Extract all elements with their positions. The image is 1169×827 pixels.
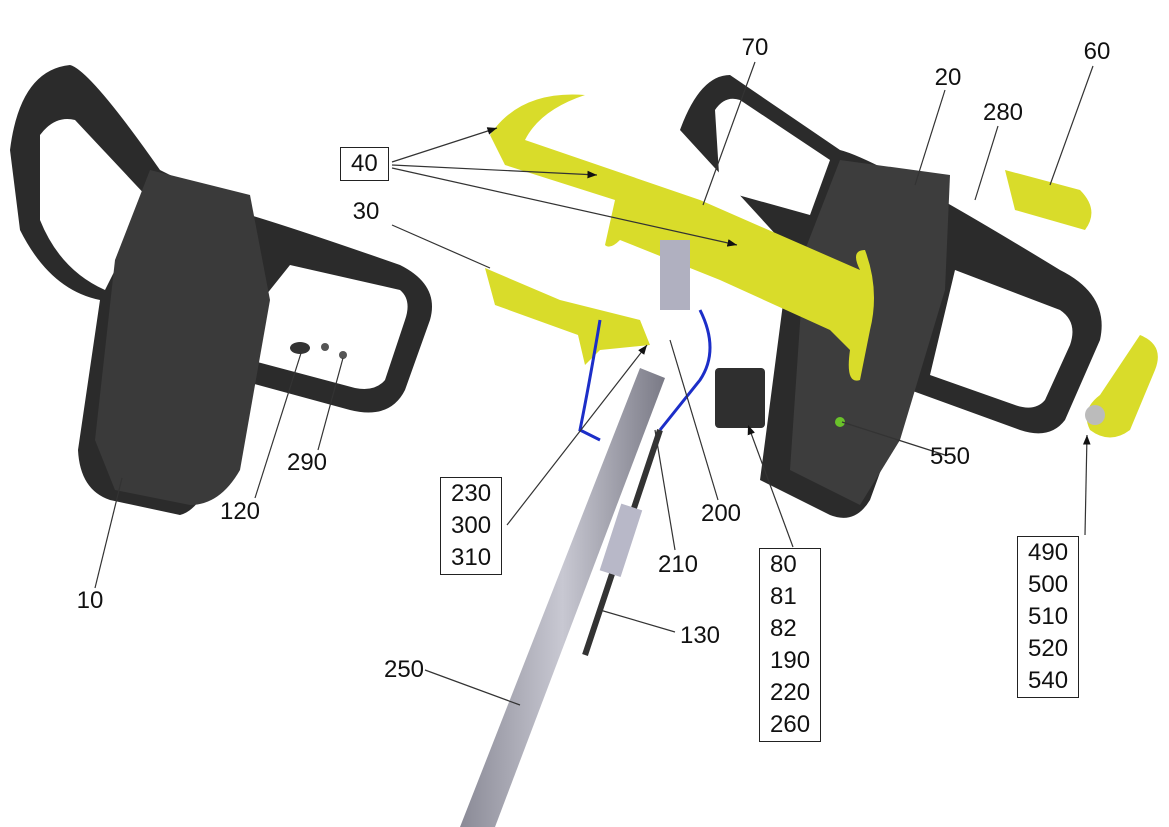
label-60: 60 (1083, 38, 1111, 65)
label-490: 490 (1028, 539, 1069, 566)
label-220: 220 (770, 679, 811, 706)
label-box-80: 80 81 82 190 220 260 (759, 548, 822, 742)
label-80: 80 (770, 551, 797, 578)
yellow-lever-30 (485, 268, 650, 365)
label-290: 290 (286, 449, 328, 476)
label-550: 550 (929, 443, 971, 470)
wiring (578, 309, 712, 442)
label-300: 300 (451, 512, 492, 539)
handle-frame-20 (680, 75, 1102, 518)
handle-cover-10 (10, 65, 432, 515)
label-20: 20 (934, 64, 962, 91)
label-82: 82 (770, 615, 797, 642)
label-10: 10 (76, 587, 104, 614)
label-540: 540 (1028, 667, 1069, 694)
spring (599, 503, 643, 577)
label-510: 510 (1028, 603, 1069, 630)
label-260: 260 (770, 711, 811, 738)
bolt (1085, 405, 1105, 425)
label-190: 190 (770, 647, 811, 674)
mechanism (660, 240, 690, 310)
label-200: 200 (700, 500, 742, 527)
label-520: 520 (1028, 635, 1069, 662)
yellow-lever-40 (490, 94, 874, 381)
label-30: 30 (352, 198, 380, 225)
label-210: 210 (657, 551, 699, 578)
cap-60 (1005, 170, 1092, 230)
switch-80 (715, 368, 765, 428)
label-40: 40 (351, 150, 378, 177)
tube-250 (460, 368, 665, 827)
leader-lines (94, 61, 1094, 706)
label-81: 81 (770, 583, 797, 610)
label-box-40: 40 (340, 147, 389, 181)
label-120: 120 (219, 498, 261, 525)
label-500: 500 (1028, 571, 1069, 598)
label-230: 230 (451, 480, 492, 507)
label-box-490: 490 500 510 520 540 (1017, 536, 1080, 698)
label-70: 70 (741, 34, 769, 61)
label-130: 130 (679, 622, 721, 649)
label-250: 250 (383, 656, 425, 683)
label-280: 280 (982, 99, 1024, 126)
label-box-230: 230 300 310 (440, 477, 503, 575)
label-310: 310 (451, 544, 492, 571)
